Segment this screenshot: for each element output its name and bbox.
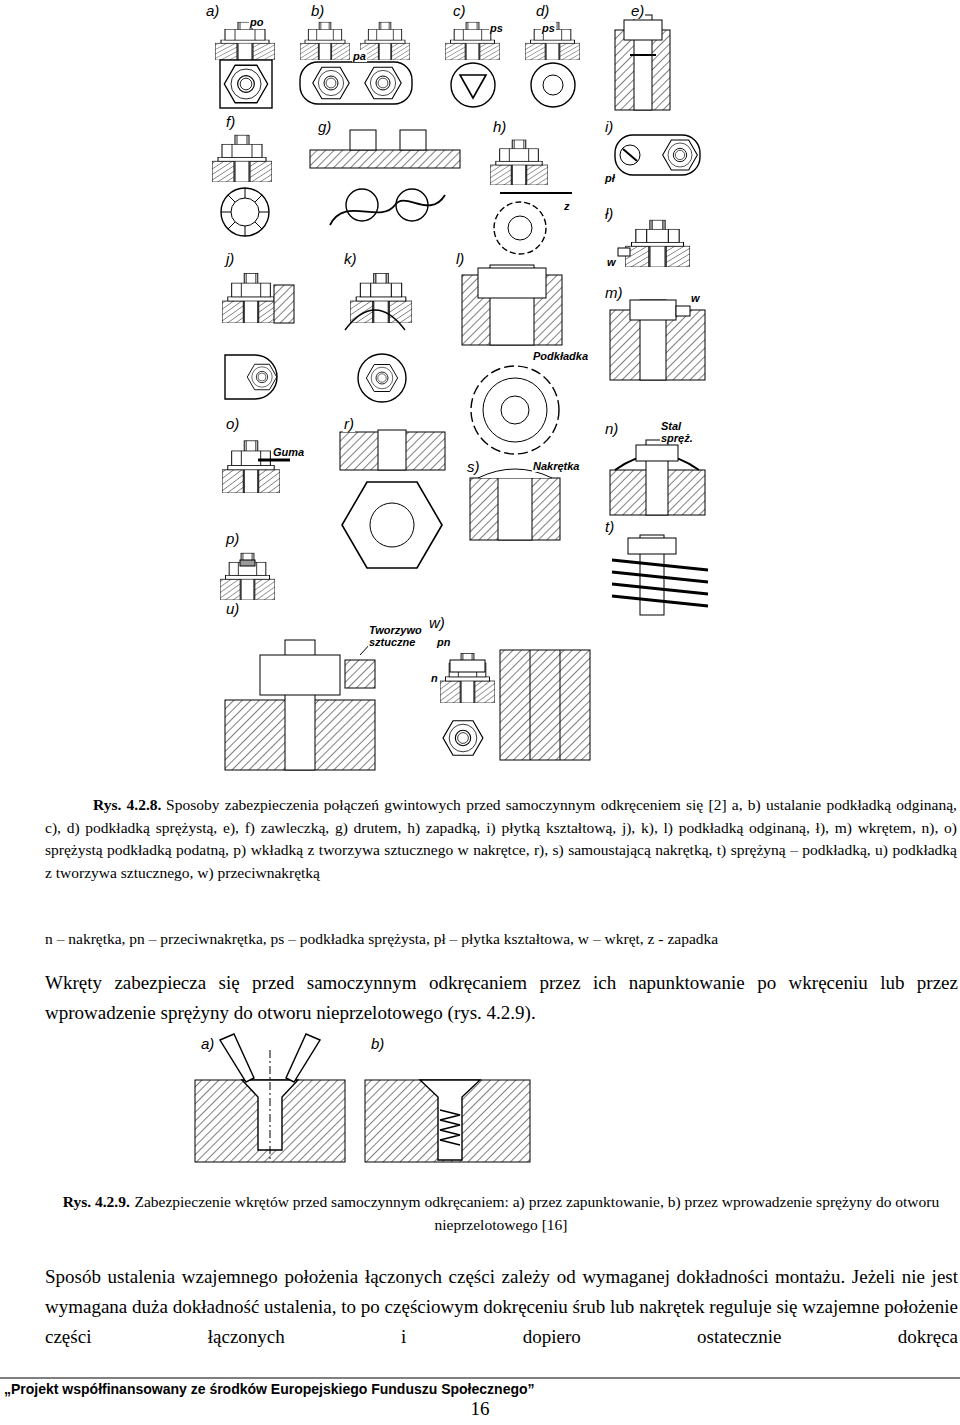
part-label: Podkładka [532, 350, 589, 362]
body-paragraph: Wkręty zabezpiecza się przed samoczynnym… [45, 968, 958, 1028]
figure-d [525, 22, 580, 107]
part-label: ps [489, 22, 504, 34]
part-label: pł [604, 172, 616, 184]
figure-h [490, 140, 572, 254]
figure-letter: h) [492, 118, 507, 135]
part-label: pn [436, 636, 451, 648]
figure-a [215, 22, 275, 108]
part-label: n [430, 672, 439, 684]
figure-letter: g) [317, 118, 332, 135]
figure-w [440, 650, 590, 760]
figure-letter: j) [225, 250, 235, 267]
figure-b [300, 22, 412, 104]
figure-letter: c) [452, 2, 467, 19]
footer-rule [0, 1377, 960, 1378]
figure-letter: s) [466, 458, 481, 475]
figure-letter: w) [428, 614, 446, 631]
figure-letter: p) [225, 530, 240, 547]
page-number: 16 [430, 1398, 530, 1420]
figure-caption: Rys. 4.2.8.Sposoby zabezpieczenia połącz… [45, 794, 957, 884]
figure-letter: m) [604, 284, 624, 301]
figure-c [445, 22, 500, 107]
text-run: Sposoby zabezpieczenia połączeń gwintowy… [45, 796, 957, 881]
part-label: z [563, 200, 571, 212]
figure-p [220, 553, 275, 600]
figure-letter: b) [370, 1035, 385, 1052]
figure-letter: a) [205, 2, 220, 19]
part-label: Nakrętka [532, 460, 580, 472]
figure-m [610, 300, 705, 380]
text-run: Zabezpieczenie wkrętów przed samoczynnym… [134, 1193, 939, 1233]
figure-u [225, 640, 375, 770]
part-label: w [690, 292, 701, 304]
figure-g [310, 130, 460, 225]
figure-4-2-9-b [365, 1080, 530, 1162]
text-run: Sposób ustalenia wzajemnego położenia łą… [45, 1266, 958, 1347]
text-run: „Projekt współfinansowany ze środków Eur… [4, 1381, 535, 1397]
figure-letter: k) [343, 250, 358, 267]
figure-r [340, 430, 445, 568]
text-run: Wkręty zabezpiecza się przed samoczynnym… [45, 972, 958, 1023]
figure-letter: a) [200, 1035, 215, 1052]
figure-j [222, 274, 294, 400]
figure-i [615, 135, 700, 175]
part-label: Guma [272, 446, 305, 458]
figure-s [470, 469, 560, 540]
figure-letter: o) [225, 415, 240, 432]
symbol-legend-note: n – nakrętka, pn – przeciwnakrętka, ps –… [45, 928, 957, 951]
figure-letter: e) [630, 2, 645, 19]
figure-f [212, 135, 272, 236]
figure-letter: n) [604, 420, 619, 437]
figure-4-2-9-a [195, 1034, 345, 1162]
part-label: ps [541, 22, 556, 34]
part-label: Tworzywo sztuczne [368, 624, 434, 648]
figure-k [345, 274, 412, 403]
figure-number: Rys. 4.2.9. [63, 1193, 130, 1210]
figure-l-stroke [618, 220, 690, 267]
part-label: Stal spręż. [660, 420, 706, 444]
figure-letter: l) [455, 250, 465, 267]
figure-n [610, 440, 705, 515]
part-label: w [606, 256, 617, 268]
part-label: po [249, 16, 264, 28]
figure-letter: r) [343, 415, 355, 432]
text-run: n – nakrętka, pn – przeciwnakrętka, ps –… [45, 930, 718, 947]
figure-letter: t) [604, 518, 615, 535]
body-paragraph: Sposób ustalenia wzajemnego położenia łą… [45, 1262, 958, 1352]
figure-e [615, 15, 670, 110]
text-run: 16 [471, 1398, 490, 1419]
figure-letter: i) [604, 118, 614, 135]
figure-letter: b) [310, 2, 325, 19]
figure-letter: d) [535, 2, 550, 19]
figure-letter: u) [225, 600, 240, 617]
figure-caption: Rys. 4.2.9.Zabezpieczenie wkrętów przed … [45, 1190, 957, 1236]
footer-note: „Projekt współfinansowany ze środków Eur… [4, 1381, 904, 1398]
figure-letter: ł) [604, 205, 614, 222]
figure-t [612, 535, 708, 615]
part-label: pa [352, 50, 367, 62]
figure-letter: f) [225, 113, 236, 130]
figure-number: Rys. 4.2.8. [93, 796, 161, 813]
